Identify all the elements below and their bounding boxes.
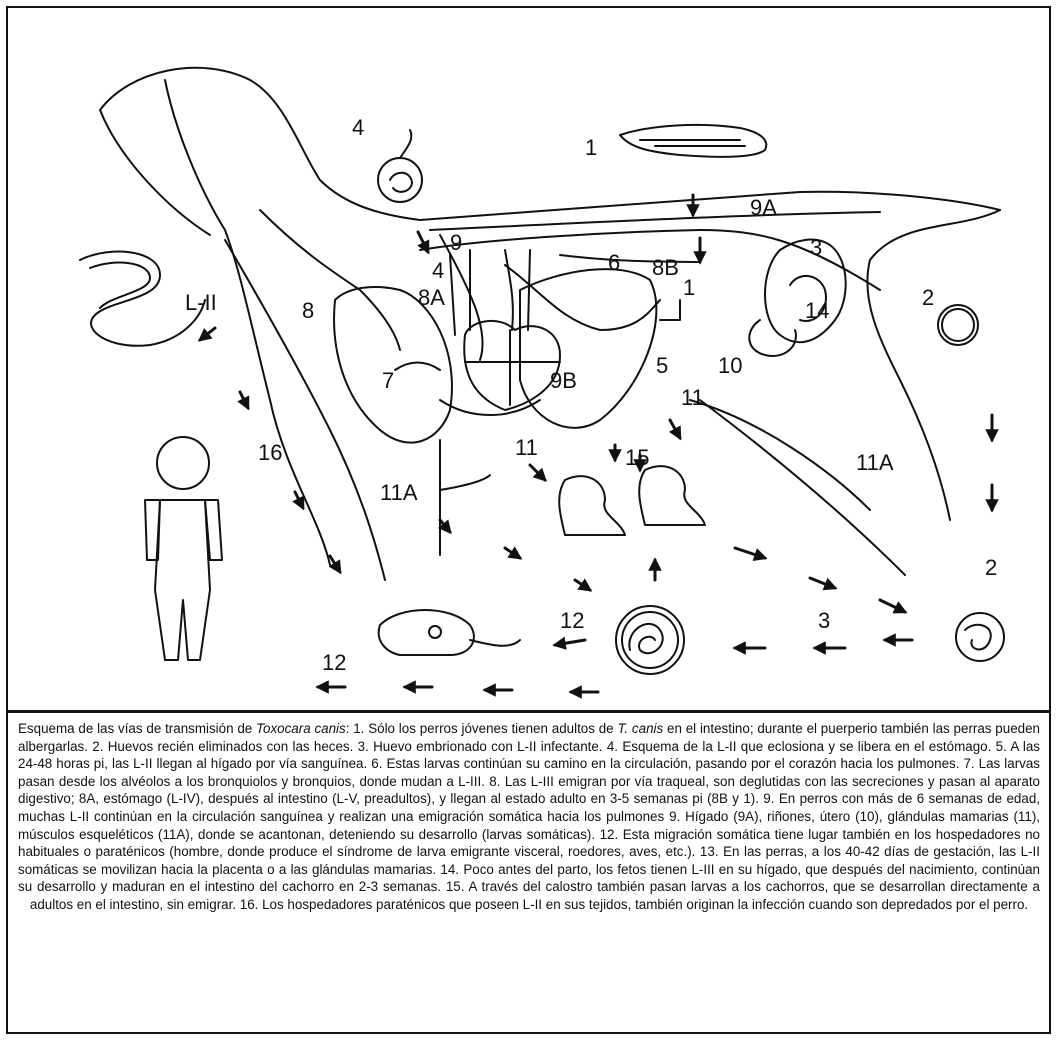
label-2-top: 2	[922, 285, 934, 310]
child-figure	[145, 437, 222, 660]
caption-species-short: T. canis	[617, 721, 663, 736]
puppies	[559, 466, 705, 535]
caption-divider	[6, 710, 1051, 713]
label-1: 1	[585, 135, 597, 160]
label-14: 14	[805, 298, 829, 323]
label-12-left: 12	[322, 650, 346, 675]
label-8a: 8A	[418, 285, 445, 310]
larva-coil	[378, 130, 422, 202]
label-10: 10	[718, 353, 742, 378]
label-3: 3	[810, 235, 822, 260]
heart	[464, 321, 560, 410]
label-15: 15	[625, 445, 649, 470]
label-8: 8	[302, 298, 314, 323]
caption-intro: Esquema de las vías de transmisión de	[18, 721, 256, 736]
label-12-mid: 12	[560, 608, 584, 633]
label-l-ii: L-II	[185, 290, 217, 315]
uterus-fetus	[749, 240, 845, 356]
adult-worm	[620, 125, 766, 157]
lungs	[334, 269, 656, 443]
label-11a-left: 11A	[380, 480, 418, 505]
label-5: 5	[656, 353, 668, 378]
caption-mid: : 1. Sólo los perros jóvenes tienen adul…	[346, 721, 618, 736]
dog-outline	[100, 68, 1000, 580]
label-16: 16	[258, 440, 282, 465]
label-11a-right: 11A	[856, 450, 894, 475]
caption-body: en el intestino; durante el puerperio ta…	[18, 721, 1040, 912]
label-9a: 9A	[750, 195, 777, 220]
label-3-bottom: 3	[818, 608, 830, 633]
label-11: 11	[515, 435, 538, 460]
label-7: 7	[382, 368, 394, 393]
label-1-lower: 1	[683, 275, 695, 300]
figure-caption: Esquema de las vías de transmisión de To…	[18, 720, 1040, 914]
diagram-labels: 1 9A 9 4 4 8A 6 8B 1 3 14 2 8 L-II 7 9B …	[185, 115, 997, 675]
caption-species: Toxocara canis	[256, 721, 346, 736]
label-2-bottom: 2	[985, 555, 997, 580]
eggs	[616, 305, 1004, 674]
label-9: 9	[450, 230, 462, 255]
life-cycle-diagram: 1 9A 9 4 4 8A 6 8B 1 3 14 2 8 L-II 7 9B …	[8, 8, 1049, 708]
mouse	[379, 610, 520, 655]
label-6: 6	[608, 250, 620, 275]
label-4-top: 4	[352, 115, 364, 140]
label-9b: 9B	[550, 368, 577, 393]
label-11-top: 11	[681, 385, 704, 410]
label-4: 4	[432, 258, 444, 283]
label-8b: 8B	[652, 255, 679, 280]
